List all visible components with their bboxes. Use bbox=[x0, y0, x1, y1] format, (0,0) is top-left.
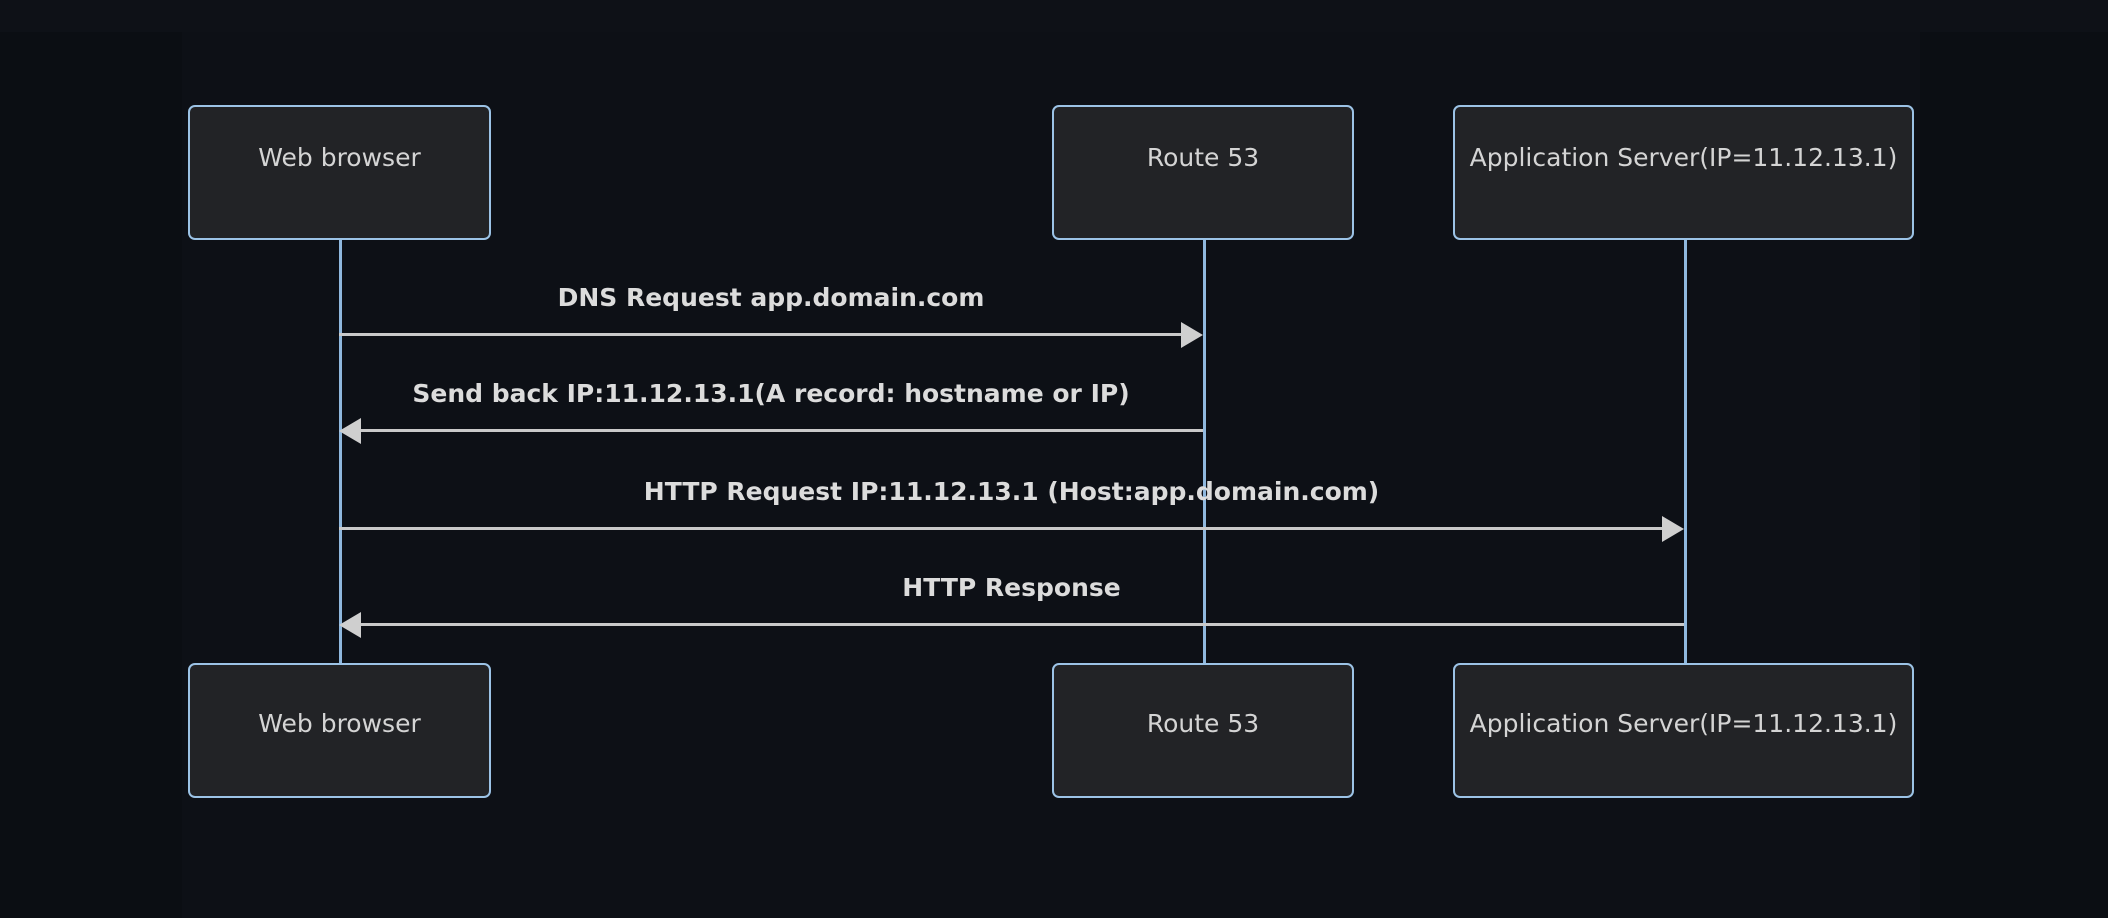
canvas-top-strip bbox=[0, 0, 2108, 32]
participant-box-appserver-bottom[interactable]: Application Server(IP=11.12.13.1) bbox=[1453, 663, 1914, 798]
message-label-3: HTTP Request IP:11.12.13.1 (Host:app.dom… bbox=[643, 477, 1380, 506]
lifeline-browser bbox=[339, 240, 342, 664]
participant-label-appserver-top: Application Server(IP=11.12.13.1) bbox=[1469, 143, 1898, 172]
participant-box-browser-top[interactable]: Web browser bbox=[188, 105, 491, 240]
participant-box-appserver-top[interactable]: Application Server(IP=11.12.13.1) bbox=[1453, 105, 1914, 240]
participant-label-appserver-bottom: Application Server(IP=11.12.13.1) bbox=[1469, 709, 1898, 738]
message-arrowhead-4 bbox=[339, 612, 361, 638]
message-line-3 bbox=[339, 527, 1662, 530]
message-label-4: HTTP Response bbox=[902, 573, 1121, 602]
lifeline-route53 bbox=[1203, 240, 1206, 664]
message-line-1 bbox=[339, 333, 1181, 336]
message-line-2 bbox=[361, 429, 1203, 432]
participant-label-route53-bottom: Route 53 bbox=[1146, 709, 1260, 738]
message-label-2: Send back IP:11.12.13.1(A record: hostna… bbox=[412, 379, 1130, 408]
lifeline-appserver bbox=[1684, 240, 1687, 664]
message-arrowhead-2 bbox=[339, 418, 361, 444]
message-label-1: DNS Request app.domain.com bbox=[557, 283, 985, 312]
participant-label-route53-top: Route 53 bbox=[1146, 143, 1260, 172]
canvas-right-margin bbox=[1920, 32, 2108, 918]
participant-box-route53-bottom[interactable]: Route 53 bbox=[1052, 663, 1354, 798]
message-arrowhead-3 bbox=[1662, 516, 1684, 542]
participant-label-browser-bottom: Web browser bbox=[258, 709, 421, 738]
participant-box-browser-bottom[interactable]: Web browser bbox=[188, 663, 491, 798]
participant-box-route53-top[interactable]: Route 53 bbox=[1052, 105, 1354, 240]
message-line-4 bbox=[361, 623, 1684, 626]
message-arrowhead-1 bbox=[1181, 322, 1203, 348]
participant-label-browser-top: Web browser bbox=[258, 143, 421, 172]
canvas-left-margin bbox=[0, 32, 182, 918]
